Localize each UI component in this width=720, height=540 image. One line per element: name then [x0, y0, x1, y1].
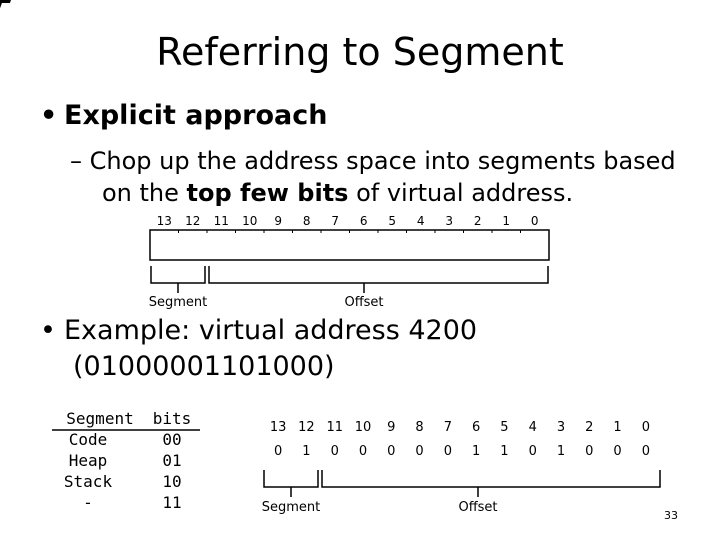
bullet-dot: • [40, 100, 58, 131]
sub-bullet-line2-post: of virtual address. [348, 179, 574, 207]
diagram1-bit-number: 11 [214, 214, 229, 228]
diagram1-offset-bracket [208, 266, 549, 284]
diagram1-bit-number: 9 [274, 214, 282, 228]
diagram2-bit-value: 0 [274, 444, 282, 459]
diagram2-bit-value: 0 [415, 444, 423, 459]
diagram2-bit-value: 0 [642, 444, 650, 459]
diagram1-bit-number: 12 [185, 214, 200, 228]
diagram2-bit-value: 1 [557, 444, 565, 459]
diagram1-segment-bracket [150, 266, 206, 284]
diagram2-bit-number: 0 [642, 420, 650, 435]
diagram1-bit-number: 6 [360, 214, 368, 228]
diagram2-bit-value: 0 [529, 444, 537, 459]
segment-name-cell: - [83, 493, 93, 512]
diagram2-bit-value: 1 [302, 444, 310, 459]
diagram2-bit-number: 7 [444, 420, 452, 435]
bullet-explicit-approach: •Explicit approach [40, 100, 327, 131]
segment-bits-cell: 00 [162, 430, 182, 449]
diagram2-segment-bracket [263, 470, 319, 488]
diagram2-offset-label: Offset [458, 500, 497, 515]
diagram1-register-box [149, 229, 550, 261]
segment-table-header: Segment bits [50, 408, 218, 429]
diagram2-bit-number: 11 [326, 420, 343, 435]
segment-bits-cell: 11 [162, 493, 182, 512]
bullet-example-line2: (01000001101000) [73, 351, 335, 382]
diagram2-bit-value: 0 [359, 444, 367, 459]
segment-name-cell: Heap [68, 451, 108, 470]
segment-table-row: - 11 [50, 492, 218, 513]
diagram2-bit-number: 2 [585, 420, 593, 435]
diagram1-bit-number: 0 [531, 214, 539, 228]
diagram1-bit-number: 13 [157, 214, 172, 228]
diagram2-bit-value: 0 [613, 444, 621, 459]
header-segment: Segment [66, 409, 134, 428]
diagram2-bit-value: 1 [500, 444, 508, 459]
diagram2-bit-number: 3 [557, 420, 565, 435]
diagram1-bit-number: 4 [417, 214, 425, 228]
diagram2-bit-number: 9 [387, 420, 395, 435]
segment-table-row: Code 00 [50, 429, 218, 450]
diagram1-bit-number: 8 [303, 214, 311, 228]
diagram2-bit-number: 13 [270, 420, 287, 435]
diagram1-bit-cells [178, 230, 521, 233]
diagram1-bit-number: 10 [242, 214, 257, 228]
segment-name-cell: Stack [63, 472, 113, 491]
diagram1-bit-number: 1 [502, 214, 510, 228]
diagram2-offset-bracket [321, 470, 661, 488]
segment-bits-cell: 10 [162, 472, 182, 491]
diagram1-bit-number: 2 [474, 214, 482, 228]
diagram2-bit-number: 10 [355, 420, 372, 435]
diagram2-segment-label: Segment [262, 500, 321, 515]
diagram2-bit-value: 0 [387, 444, 395, 459]
segment-table-row: Stack 10 [50, 471, 218, 492]
diagram1-segment-label: Segment [149, 295, 208, 310]
diagram2-bit-number: 4 [529, 420, 537, 435]
diagram1-bit-number: 7 [331, 214, 339, 228]
diagram1-offset-label: Offset [344, 295, 383, 310]
segment-table-row: Heap 01 [50, 450, 218, 471]
page-number: 33 [664, 509, 678, 522]
bullet-example-line1: Example: virtual address 4200 [64, 315, 478, 346]
diagram2-bit-value: 1 [472, 444, 480, 459]
sub-bullet-line1: Chop up the address space into segments … [89, 147, 676, 175]
bullet-text: Explicit approach [64, 100, 328, 131]
diagram2-bit-values: 0 1 0 0 0 0 0 1 1 0 1 0 0 0 [274, 444, 650, 459]
diagram2-bit-number: 8 [415, 420, 423, 435]
diagram2-bit-value: 0 [585, 444, 593, 459]
sub-bullet-line2-pre: on the [102, 179, 187, 207]
diagram2-bit-value: 0 [444, 444, 452, 459]
sub-bullet-bold: top few bits [186, 179, 349, 207]
diagram2-bit-number: 5 [500, 420, 508, 435]
diagram2-bit-number: 12 [298, 420, 315, 435]
diagram1-bit-number: 5 [388, 214, 396, 228]
diagram1-bit-number: 3 [445, 214, 453, 228]
bullet-example: • Example: virtual address 4200 (01000001… [40, 313, 477, 385]
sub-bullet: – Chop up the address space into segment… [70, 145, 676, 209]
header-bits: bits [152, 409, 192, 428]
segment-name-cell: Code [68, 430, 108, 449]
sub-bullet-dash: – [70, 147, 82, 175]
diagram2-bit-value: 0 [331, 444, 339, 459]
diagram2-bit-number: 1 [613, 420, 621, 435]
diagram2-bit-number: 6 [472, 420, 480, 435]
segment-bits-cell: 01 [162, 451, 182, 470]
bullet-dot: • [40, 315, 56, 346]
slide-title: Referring to Segment [156, 30, 564, 74]
